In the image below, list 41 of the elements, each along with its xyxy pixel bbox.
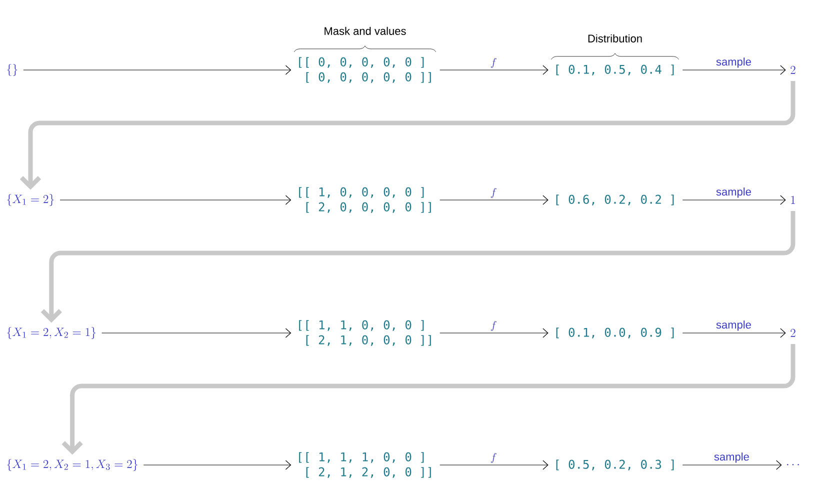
brace-label: Distribution	[588, 34, 642, 42]
arrow	[682, 195, 786, 205]
distribution-vector: [ 0.6, 0.2, 0.2 ]	[556, 194, 674, 206]
edge-label: sample	[715, 186, 752, 199]
edge-label: $f$	[489, 452, 498, 464]
mask-matrix: [[ 1, 1, 0, 0, 0 ] [ 2, 1, 0, 0, 0 ]]	[299, 320, 431, 346]
state-set: $\{X_1 = 2\}$	[7, 194, 54, 206]
mask-matrix: [[ 1, 1, 1, 0, 0 ] [ 2, 1, 2, 0, 0 ]]	[299, 452, 431, 478]
brace-label: Mask and values	[324, 26, 406, 35]
arrow	[20, 81, 796, 190]
edge-label: $f$	[489, 57, 498, 69]
distribution-vector: [ 0.5, 0.2, 0.3 ]	[556, 460, 674, 470]
arrow	[440, 195, 548, 205]
state-set: $\{X_1 = 2, X_2 = 1, X_3 = 2\}$	[7, 459, 138, 471]
state-set: $\{X_1 = 2, X_2 = 1\}$	[7, 327, 96, 339]
edge-label: sample	[715, 56, 752, 69]
arrow	[101, 328, 292, 338]
edge-label: sample	[712, 452, 750, 464]
arrow	[62, 344, 796, 455]
arrow	[440, 460, 548, 470]
arrow	[23, 65, 292, 75]
arrow	[440, 328, 548, 338]
sampled-value: $\cdots$	[787, 464, 799, 466]
arrow	[40, 211, 796, 323]
arrow	[682, 328, 786, 338]
distribution-vector: [ 0.1, 0.5, 0.4 ]	[556, 64, 674, 76]
arrow	[143, 460, 292, 470]
arrow	[682, 65, 786, 75]
edge-label: $f$	[489, 320, 498, 332]
arrow	[440, 65, 548, 75]
mask-matrix: [[ 0, 0, 0, 0, 0 ] [ 0, 0, 0, 0, 0 ]]	[299, 57, 431, 83]
arrow	[682, 460, 782, 470]
sampled-value: $1$	[791, 196, 795, 204]
distribution-vector: [ 0.1, 0.0, 0.9 ]	[556, 328, 674, 338]
edge-label: sample	[715, 320, 752, 332]
state-set: $\{\}$	[7, 64, 18, 76]
arrow	[60, 195, 292, 205]
sampled-value: $2$	[790, 66, 796, 74]
edge-label: $f$	[489, 187, 498, 199]
sampled-value: $2$	[790, 328, 796, 337]
mask-matrix: [[ 1, 0, 0, 0, 0 ] [ 2, 0, 0, 0, 0 ]]	[299, 187, 431, 213]
